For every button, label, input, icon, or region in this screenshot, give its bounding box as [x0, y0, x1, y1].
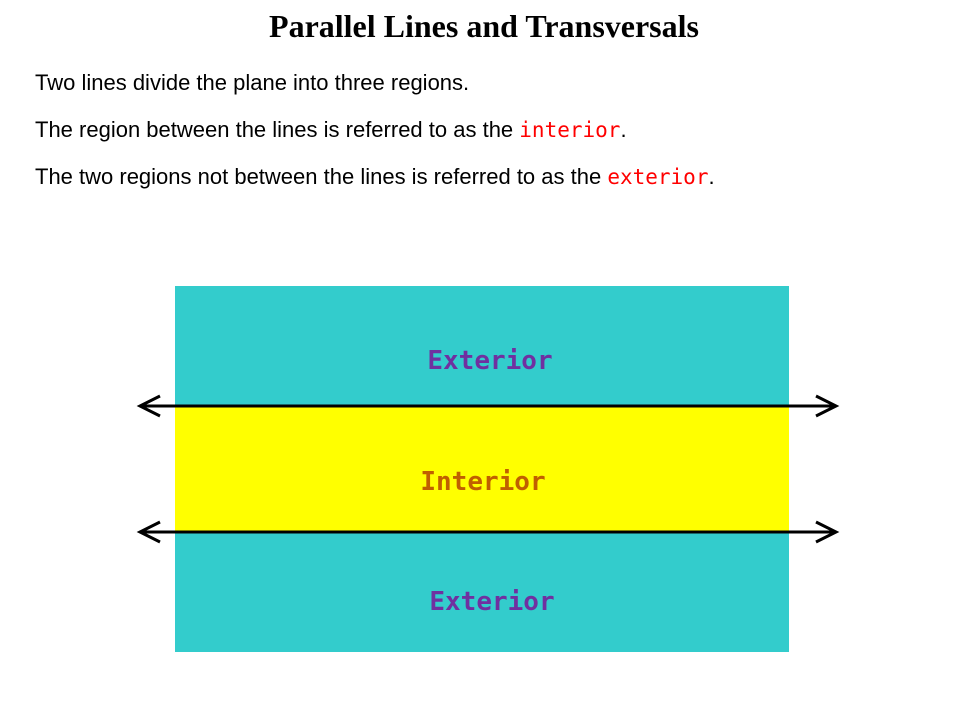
arrowhead-left-icon [136, 394, 161, 418]
text-line-2: The region between the lines is referred… [35, 117, 627, 143]
exterior-label-bottom: Exterior [429, 587, 554, 617]
line3-text-before: The two regions not between the lines is… [35, 164, 608, 189]
arrowhead-right-icon [815, 520, 840, 544]
arrowhead-left-icon [136, 520, 161, 544]
parallel-line-bottom [136, 520, 840, 544]
line2-text-before: The region between the lines is referred… [35, 117, 520, 142]
exterior-region-top [175, 286, 789, 407]
exterior-region-bottom [175, 532, 789, 652]
line2-text-after: . [620, 117, 627, 142]
exterior-term: exterior [607, 165, 709, 189]
interior-region [175, 407, 789, 532]
text-line-1: Two lines divide the plane into three re… [35, 70, 469, 96]
arrowhead-right-icon [815, 394, 840, 418]
text-line-3: The two regions not between the lines is… [35, 164, 715, 190]
parallel-line-top [136, 394, 840, 418]
line1-text: Two lines divide the plane into three re… [35, 70, 470, 95]
exterior-label-top: Exterior [427, 346, 552, 376]
page-title: Parallel Lines and Transversals [269, 8, 699, 44]
line3-text-after: . [708, 164, 715, 189]
interior-term: interior [519, 118, 621, 142]
interior-label: Interior [420, 467, 545, 497]
